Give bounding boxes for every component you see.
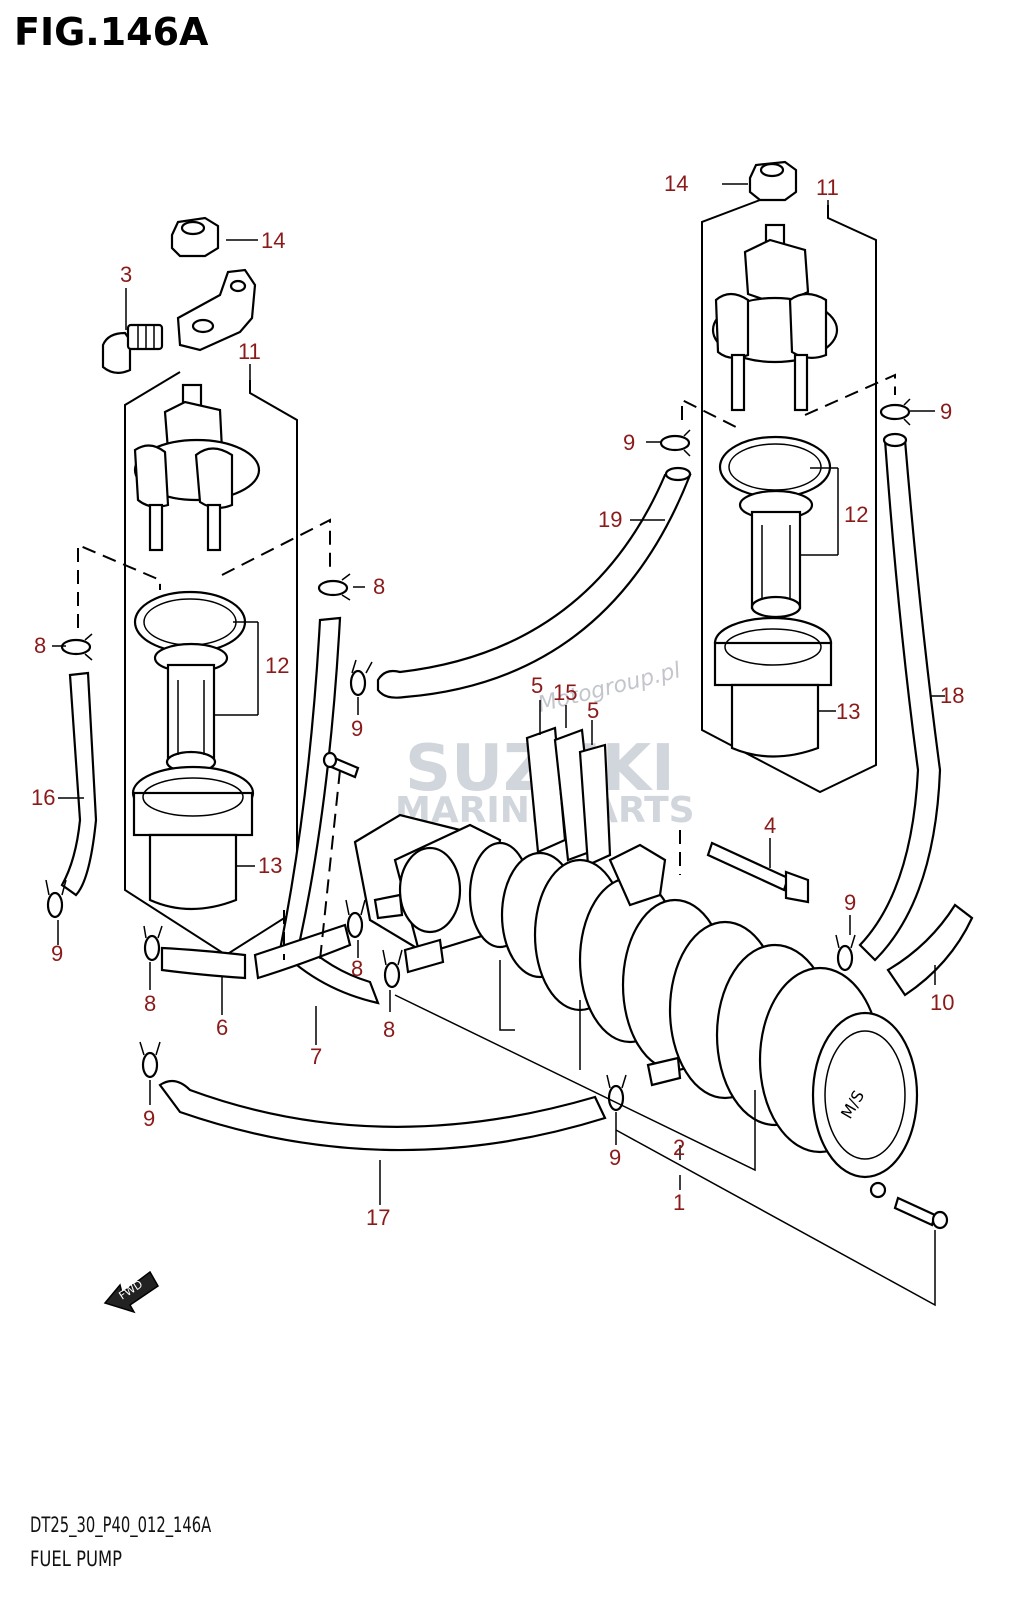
callout-8-c: 8 [144,991,156,1016]
callout-11-right: 11 [816,175,839,200]
nipple-b [403,938,445,974]
callout-2: 2 [673,1135,685,1160]
left-filter-assembly [101,216,298,957]
bolt-pump [322,751,360,779]
fwd-arrow: FWD [103,1270,159,1314]
hose-16 [60,671,98,897]
clamp-8-f [345,899,366,939]
callout-16: 16 [31,785,55,810]
right-filter-head [711,223,839,412]
callout-9-d: 9 [51,941,63,966]
callout-8-d: 8 [351,956,363,981]
callout-9-i: 9 [609,1145,621,1170]
right-filter-cup [713,616,833,758]
callout-10: 10 [930,990,954,1015]
pump-end-cap: M/S [811,1011,919,1179]
callout-11-left: 11 [238,339,261,364]
callout-9-c: 9 [940,399,952,424]
left-filter-screen [153,642,229,774]
callout-15: 15 [553,680,577,705]
callout-12-right: 12 [844,502,868,527]
pump-assembly: M/S [353,726,919,1179]
callout-19: 19 [598,507,622,532]
clamp-8-g [382,949,403,989]
callout-13-right: 13 [836,699,860,724]
right-filter-assembly [701,160,877,794]
clamp-9-a [349,659,373,697]
callout-5-b: 5 [587,698,599,723]
left-filter-cup [131,765,255,911]
callout-3: 3 [120,262,132,287]
nipple-c [646,1056,682,1087]
callout-7: 7 [310,1044,322,1069]
callout-9-j: 9 [844,890,856,915]
nut-right [748,160,798,202]
nut-left [170,216,220,258]
pump-boss [608,843,667,907]
screw-small [869,1181,949,1230]
callout-14-right: 14 [664,171,688,196]
right-filter-screen [738,489,814,619]
clamp-9-c [879,398,911,426]
clamp-9-h [139,1041,161,1079]
nipple-a [373,893,404,920]
callout-5-a: 5 [531,673,543,698]
right-filter-oring [718,435,832,499]
callout-9-b: 9 [623,430,635,455]
clamp-9-j [835,934,856,972]
clamp-8-left [60,633,93,661]
callouts: 14 3 11 12 13 8 8 16 9 9 8 6 7 8 8 9 17 … [31,171,964,1230]
hose-7 [278,616,380,1005]
clamp-9-d [45,879,67,919]
clamp-8-top [317,573,351,601]
hose-6 [160,946,247,980]
hoses [60,432,974,1152]
bolt-4 [706,841,810,904]
callout-14-left: 14 [261,228,285,253]
callout-9-a: 9 [351,716,363,741]
clamps [45,398,911,1112]
callout-9-h: 9 [143,1106,155,1131]
hose-18 [858,438,942,962]
callout-4: 4 [764,813,776,838]
bolt-3 [101,323,164,374]
clamp-9-i [606,1074,627,1112]
gasket-5b [578,743,612,867]
callout-17: 17 [366,1205,390,1230]
callout-8-e: 8 [383,1017,395,1042]
hose-19 [376,473,692,699]
left-filter-frame [124,371,298,957]
hose-17 [158,1079,607,1152]
callout-13-left: 13 [258,853,282,878]
left-filter-head [133,383,261,552]
callout-6: 6 [216,1015,228,1040]
callout-12-left: 12 [265,653,289,678]
callout-8-b: 8 [34,633,46,658]
figure-code: DT25_30_P40_012_146A [30,1513,212,1537]
callout-8-a: 8 [373,574,385,599]
figure-name: FUEL PUMP [30,1547,122,1571]
clamp-8-e [143,925,163,962]
callout-1: 1 [673,1190,685,1215]
clamp-9-b [659,429,691,457]
leader-lines [52,183,945,1307]
figure-title: FIG.146A [14,10,209,54]
bracket-plate [176,268,257,352]
hose-10 [886,903,974,997]
right-filter-frame [701,199,877,794]
callout-18: 18 [940,683,964,708]
